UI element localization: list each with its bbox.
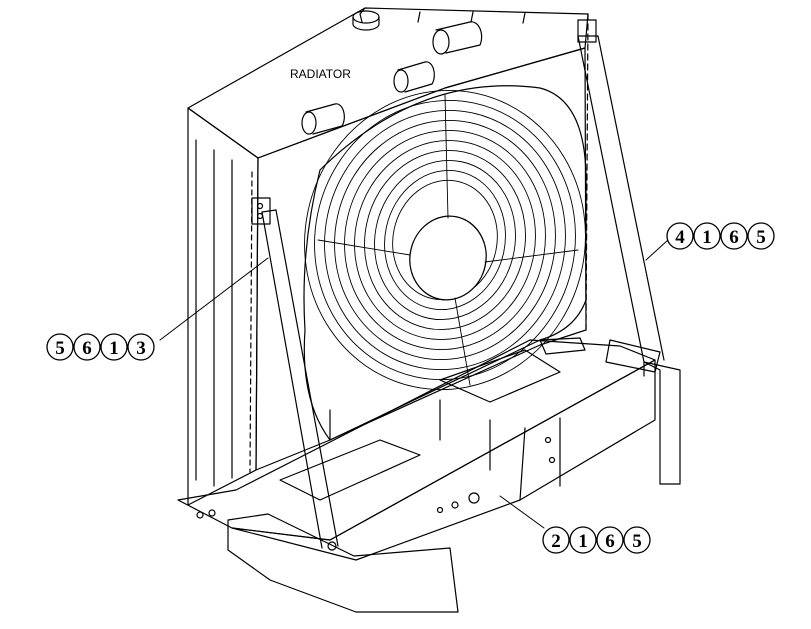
- svg-text:6: 6: [82, 338, 92, 359]
- base-frame-lower-crossbar: [227, 513, 459, 613]
- leader-lines: [159, 239, 669, 529]
- leader-line-2165: [499, 495, 545, 529]
- svg-text:6: 6: [729, 227, 739, 248]
- right-support-strut: [577, 19, 681, 485]
- base-frame-rear-channel: [279, 439, 421, 501]
- callout-2165: 2 1 6 5: [542, 526, 651, 554]
- base-frame-front-rail: [231, 359, 656, 561]
- callout-4165-digit-4: 5: [747, 222, 775, 250]
- callout-4165: 4 1 6 5: [666, 222, 775, 250]
- svg-text:5: 5: [55, 338, 65, 359]
- callout-5613-digit-4: 3: [127, 333, 155, 361]
- svg-text:1: 1: [702, 227, 712, 248]
- base-frame: [177, 337, 661, 613]
- leader-line-5613: [159, 257, 269, 341]
- callout-4165-digit-2: 1: [693, 222, 721, 250]
- radiator-top-tank-tubes: [301, 21, 483, 135]
- base-frame-top-rail: [177, 339, 656, 541]
- fan-shroud: [303, 85, 587, 441]
- radiator-core-top-face: [187, 7, 589, 159]
- svg-text:2: 2: [551, 531, 561, 552]
- svg-text:1: 1: [109, 338, 119, 359]
- callout-2165-digit-2: 1: [569, 526, 597, 554]
- radiator-label: RADIATOR: [290, 67, 351, 81]
- base-frame-center-channel: [439, 349, 561, 403]
- svg-text:3: 3: [136, 338, 146, 359]
- callout-5613-digit-1: 5: [46, 333, 74, 361]
- callout-2165-digit-3: 6: [596, 526, 624, 554]
- radiator-core-front-face: [255, 47, 587, 471]
- callout-5613-digit-2: 6: [73, 333, 101, 361]
- left-support-strut: [251, 197, 339, 549]
- fan-guard-mesh: [304, 89, 586, 391]
- radiator-core-left-side: [187, 107, 259, 506]
- callout-5613-digit-3: 1: [100, 333, 128, 361]
- radiator-filler-cap: [352, 10, 380, 31]
- svg-text:4: 4: [675, 227, 685, 248]
- callout-2165-digit-4: 5: [623, 526, 651, 554]
- callout-4165-digit-1: 4: [666, 222, 694, 250]
- callout-2165-digit-1: 2: [542, 526, 570, 554]
- callout-4165-digit-3: 6: [720, 222, 748, 250]
- radiator-core-rear-edge: [359, 7, 366, 23]
- leader-line-4165: [645, 239, 669, 261]
- callout-5613: 5 6 1 3: [46, 333, 155, 361]
- svg-text:5: 5: [756, 227, 766, 248]
- svg-text:5: 5: [632, 531, 642, 552]
- svg-text:6: 6: [605, 531, 615, 552]
- svg-text:1: 1: [578, 531, 588, 552]
